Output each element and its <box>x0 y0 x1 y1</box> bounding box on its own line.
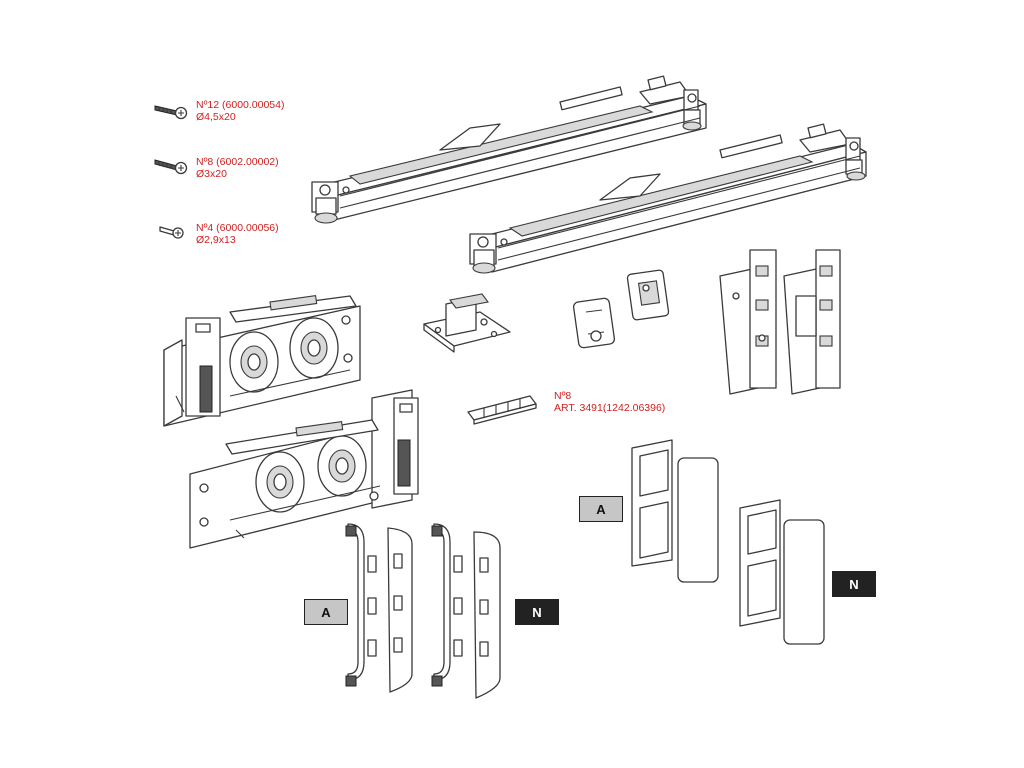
label-clip-no8: Nº8 ART. 3491(1242.06396) <box>554 390 665 414</box>
screw-no12-icon <box>154 105 188 120</box>
badge-n-right: N <box>832 571 876 597</box>
label-screw-no12-line2: Ø4,5x20 <box>196 111 236 123</box>
badge-a-right: A <box>579 496 623 522</box>
damper-rail-upper <box>311 75 707 224</box>
label-screw-no8: Nº8 (6002.00002) Ø3x20 <box>196 156 279 180</box>
profile-frame-a-right <box>631 439 719 583</box>
screw-no4-icon <box>159 226 184 239</box>
profile-clip-a-left <box>345 523 413 693</box>
screw-no8-icon <box>154 159 188 175</box>
mounting-bracket <box>423 293 511 353</box>
roller-carriage-upper <box>163 294 361 427</box>
label-screw-no12: Nº12 (6000.00054) Ø4,5x20 <box>196 99 284 123</box>
label-screw-no8-line1: Nº8 (6002.00002) <box>196 156 279 168</box>
clip-no8-part <box>467 395 537 425</box>
end-plate-right <box>783 249 841 395</box>
end-plate-left <box>719 249 777 395</box>
profile-frame-n-right <box>739 499 825 645</box>
label-clip-no8-line2: ART. 3491(1242.06396) <box>554 402 666 414</box>
label-screw-no12-line1: Nº12 (6000.00054) <box>196 99 285 111</box>
label-screw-no8-line2: Ø3x20 <box>196 168 227 180</box>
stopper-plate-small <box>572 297 616 349</box>
label-clip-no8-line1: Nº8 <box>554 390 572 402</box>
badge-n-left: N <box>515 599 559 625</box>
label-screw-no4-line1: Nº4 (6000.00056) <box>196 222 279 234</box>
label-screw-no4-line2: Ø2,9x13 <box>196 234 236 246</box>
roller-carriage-lower <box>189 389 419 549</box>
stopper-plate-top <box>626 269 670 321</box>
damper-rail-lower <box>469 123 867 274</box>
label-screw-no4: Nº4 (6000.00056) Ø2,9x13 <box>196 222 279 246</box>
badge-a-left: A <box>304 599 348 625</box>
profile-clip-n-left <box>431 523 501 699</box>
